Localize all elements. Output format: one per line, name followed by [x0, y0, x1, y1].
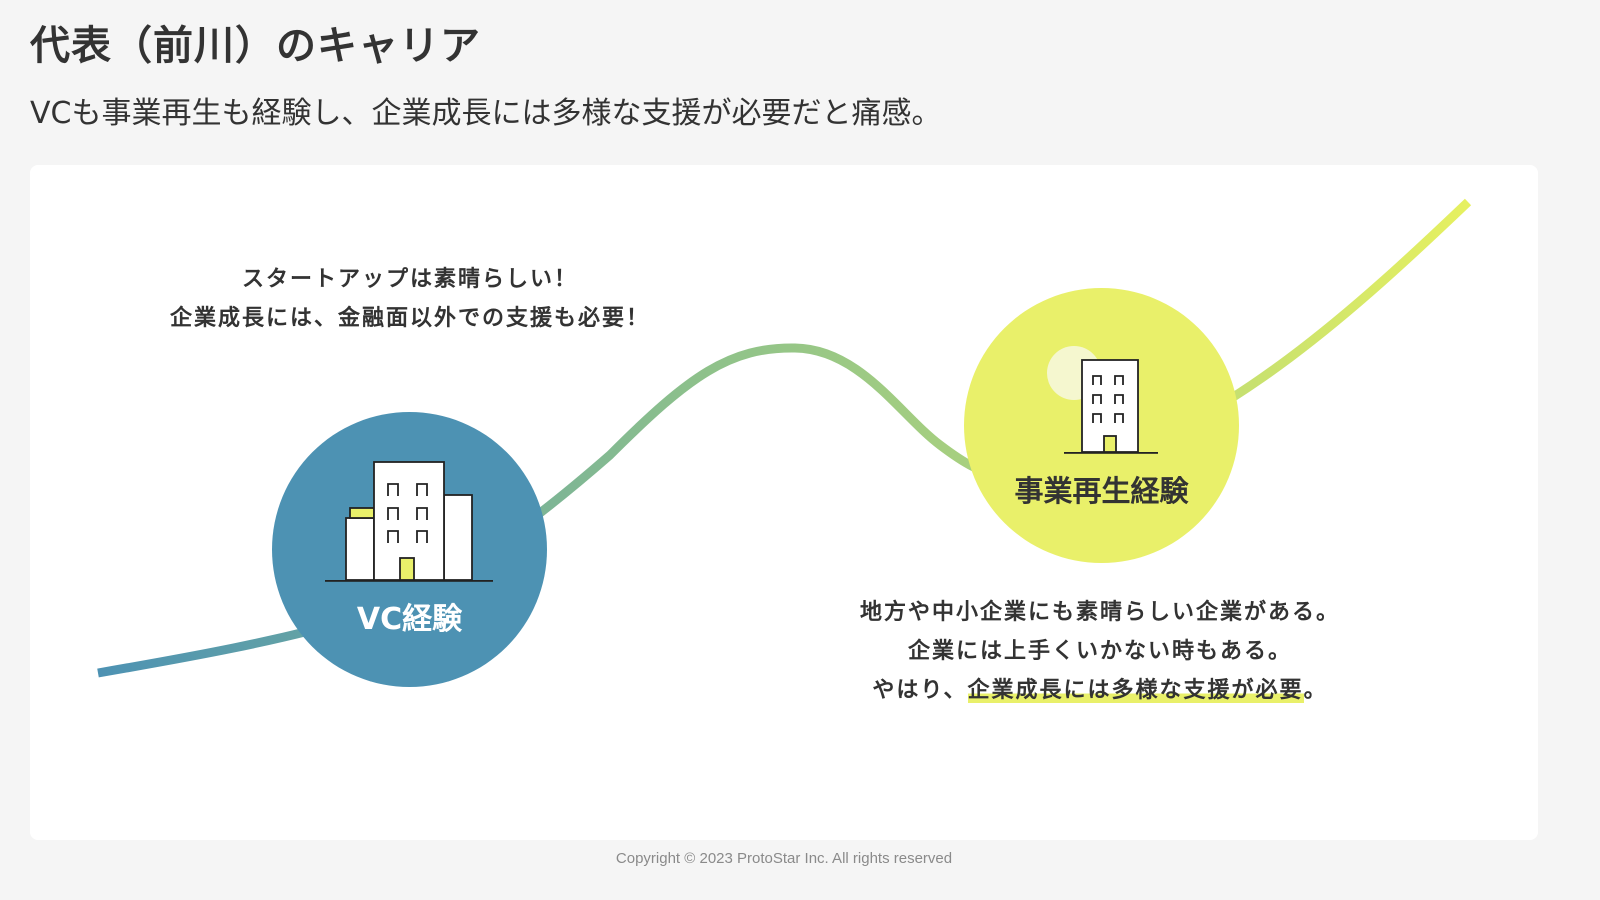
business-revival-circle: 事業再生経験: [964, 288, 1239, 563]
vc-experience-circle: VC経験: [272, 412, 547, 687]
startup-note-line-2: 企業成長には、金融面以外での支援も必要！: [169, 306, 650, 331]
startup-note-line-1: スタートアップは素晴らしい！: [241, 267, 578, 292]
page-title: 代表（前川）のキャリア: [30, 23, 481, 69]
office-buildings-icon: [325, 461, 493, 582]
sun-building-icon: [1047, 346, 1158, 454]
startup-note: スタートアップは素晴らしい！ 企業成長には、金融面以外での支援も必要！: [130, 260, 690, 338]
revival-note-prefix: やはり、: [872, 678, 968, 703]
revival-note: 地方や中小企業にも素晴らしい企業がある。 企業には上手くいかない時もある。 やは…: [820, 593, 1380, 710]
revival-note-line-3: やはり、企業成長には多様な支援が必要。: [820, 671, 1380, 710]
vc-experience-label: VC経験: [356, 602, 463, 637]
career-card: VC経験 事業再生経験 スタートアップは素晴らしい！ 企業成長には、金融面以外で…: [30, 165, 1538, 840]
revival-note-suffix: 。: [1303, 678, 1328, 703]
page-subtitle: VCも事業再生も経験し、企業成長には多様な支援が必要だと痛感。: [30, 96, 942, 131]
revival-note-highlight: 企業成長には多様な支援が必要: [967, 678, 1304, 703]
revival-note-line-2: 企業には上手くいかない時もある。: [907, 639, 1292, 664]
copyright-footer: Copyright © 2023 ProtoStar Inc. All righ…: [615, 850, 953, 867]
revival-note-line-1: 地方や中小企業にも素晴らしい企業がある。: [859, 600, 1340, 625]
career-slide: 代表（前川）のキャリア VCも事業再生も経験し、企業成長には多様な支援が必要だと…: [30, 23, 1538, 867]
business-revival-label: 事業再生経験: [1014, 474, 1189, 508]
